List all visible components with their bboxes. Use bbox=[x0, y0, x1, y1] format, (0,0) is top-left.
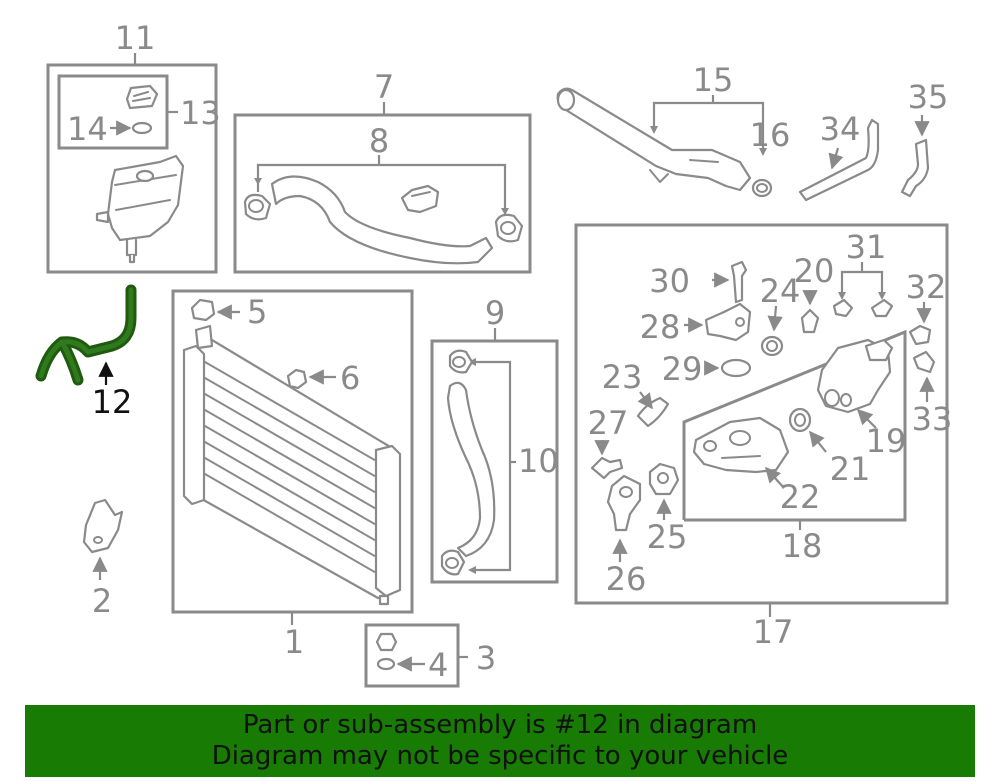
callout-26: 26 bbox=[606, 560, 647, 598]
o-ring-20[interactable] bbox=[800, 290, 820, 334]
callout-19: 19 bbox=[866, 422, 907, 460]
thermostat-group-box bbox=[574, 223, 949, 617]
radiator-group-box bbox=[171, 289, 414, 625]
lower-hose-group-box bbox=[430, 328, 559, 584]
callout-12: 12 bbox=[92, 383, 133, 421]
notice-banner: Part or sub-assembly is #12 in diagram D… bbox=[25, 705, 975, 777]
callout-25: 25 bbox=[647, 518, 688, 556]
callout-13: 13 bbox=[180, 94, 221, 132]
gasket-23[interactable] bbox=[636, 391, 670, 428]
callout-34: 34 bbox=[820, 110, 861, 148]
mount-group-box bbox=[364, 623, 468, 688]
lower-radiator-hose[interactable] bbox=[446, 381, 496, 558]
gasket-29[interactable] bbox=[704, 358, 752, 378]
callout-8: 8 bbox=[369, 122, 389, 160]
callout-15: 15 bbox=[693, 61, 734, 99]
callout-1: 1 bbox=[284, 623, 304, 661]
callout-35: 35 bbox=[908, 78, 949, 116]
callout-24: 24 bbox=[760, 272, 801, 310]
clips-31[interactable] bbox=[832, 262, 894, 318]
callout-11: 11 bbox=[115, 19, 156, 57]
reservoir-seal[interactable] bbox=[110, 120, 153, 136]
upper-radiator-hose[interactable] bbox=[270, 175, 494, 265]
callout-32: 32 bbox=[906, 268, 947, 306]
fitting-32[interactable] bbox=[908, 302, 932, 346]
banner-line-2: Diagram may not be specific to your vehi… bbox=[211, 741, 789, 771]
callout-20: 20 bbox=[794, 252, 835, 290]
callout-21: 21 bbox=[830, 450, 871, 488]
radiator[interactable] bbox=[182, 324, 402, 606]
hose-clamp-lower-bottom[interactable] bbox=[440, 549, 466, 576]
callout-9: 9 bbox=[485, 294, 505, 332]
reservoir-group-box bbox=[46, 53, 218, 274]
bolt-27[interactable] bbox=[590, 440, 624, 480]
overflow-hose-highlighted[interactable] bbox=[35, 284, 137, 386]
callout-10: 10 bbox=[518, 442, 559, 480]
hose-clamp-upper-left[interactable] bbox=[243, 193, 272, 221]
callout-6: 6 bbox=[340, 359, 360, 397]
seal-21[interactable] bbox=[788, 407, 827, 453]
callout-28: 28 bbox=[640, 308, 681, 346]
hose-bracket[interactable] bbox=[400, 184, 440, 214]
callout-16: 16 bbox=[750, 116, 791, 154]
thermostat-housing-22[interactable] bbox=[692, 416, 790, 489]
drain-plug[interactable] bbox=[286, 368, 336, 390]
clip-33[interactable] bbox=[912, 350, 936, 402]
thermostat-25[interactable] bbox=[648, 462, 680, 520]
pipe-callout-bracket bbox=[650, 95, 767, 156]
callout-18: 18 bbox=[782, 527, 823, 565]
callout-2: 2 bbox=[92, 582, 112, 620]
callout-27: 27 bbox=[588, 404, 629, 442]
water-inlet-pipe[interactable] bbox=[556, 87, 752, 192]
radiator-mount-insulator[interactable] bbox=[375, 632, 425, 672]
heater-hose[interactable] bbox=[900, 115, 930, 198]
coolant-outlet-26[interactable] bbox=[606, 474, 642, 562]
bracket[interactable] bbox=[82, 498, 124, 580]
seal-24[interactable] bbox=[760, 305, 784, 357]
hose-clamp-lower-top[interactable] bbox=[448, 349, 474, 374]
reservoir-cap[interactable] bbox=[125, 84, 159, 110]
banner-line-1: Part or sub-assembly is #12 in diagram bbox=[242, 710, 758, 740]
callout-31: 31 bbox=[846, 228, 887, 266]
callout-3: 3 bbox=[476, 639, 496, 677]
bypass-hose[interactable] bbox=[798, 118, 880, 202]
upper-hose-group-box bbox=[233, 102, 532, 274]
coolant-reservoir[interactable] bbox=[95, 154, 185, 264]
callout-33: 33 bbox=[912, 400, 953, 438]
callout-5: 5 bbox=[247, 293, 267, 331]
callout-23: 23 bbox=[602, 358, 643, 396]
callout-22: 22 bbox=[780, 478, 821, 516]
callout-17: 17 bbox=[753, 613, 794, 651]
callout-30: 30 bbox=[649, 262, 690, 300]
callout-29: 29 bbox=[662, 350, 703, 388]
callout-7: 7 bbox=[374, 68, 394, 106]
callout-4: 4 bbox=[428, 646, 448, 684]
water-outlet-19[interactable] bbox=[816, 338, 894, 429]
radiator-cap[interactable] bbox=[190, 298, 240, 322]
bolt-30[interactable] bbox=[712, 260, 748, 304]
hose-clamp-upper-right[interactable] bbox=[494, 213, 524, 243]
temperature-sensor[interactable] bbox=[684, 302, 752, 342]
callout-14: 14 bbox=[67, 110, 108, 148]
pipe-o-ring[interactable] bbox=[751, 178, 773, 198]
